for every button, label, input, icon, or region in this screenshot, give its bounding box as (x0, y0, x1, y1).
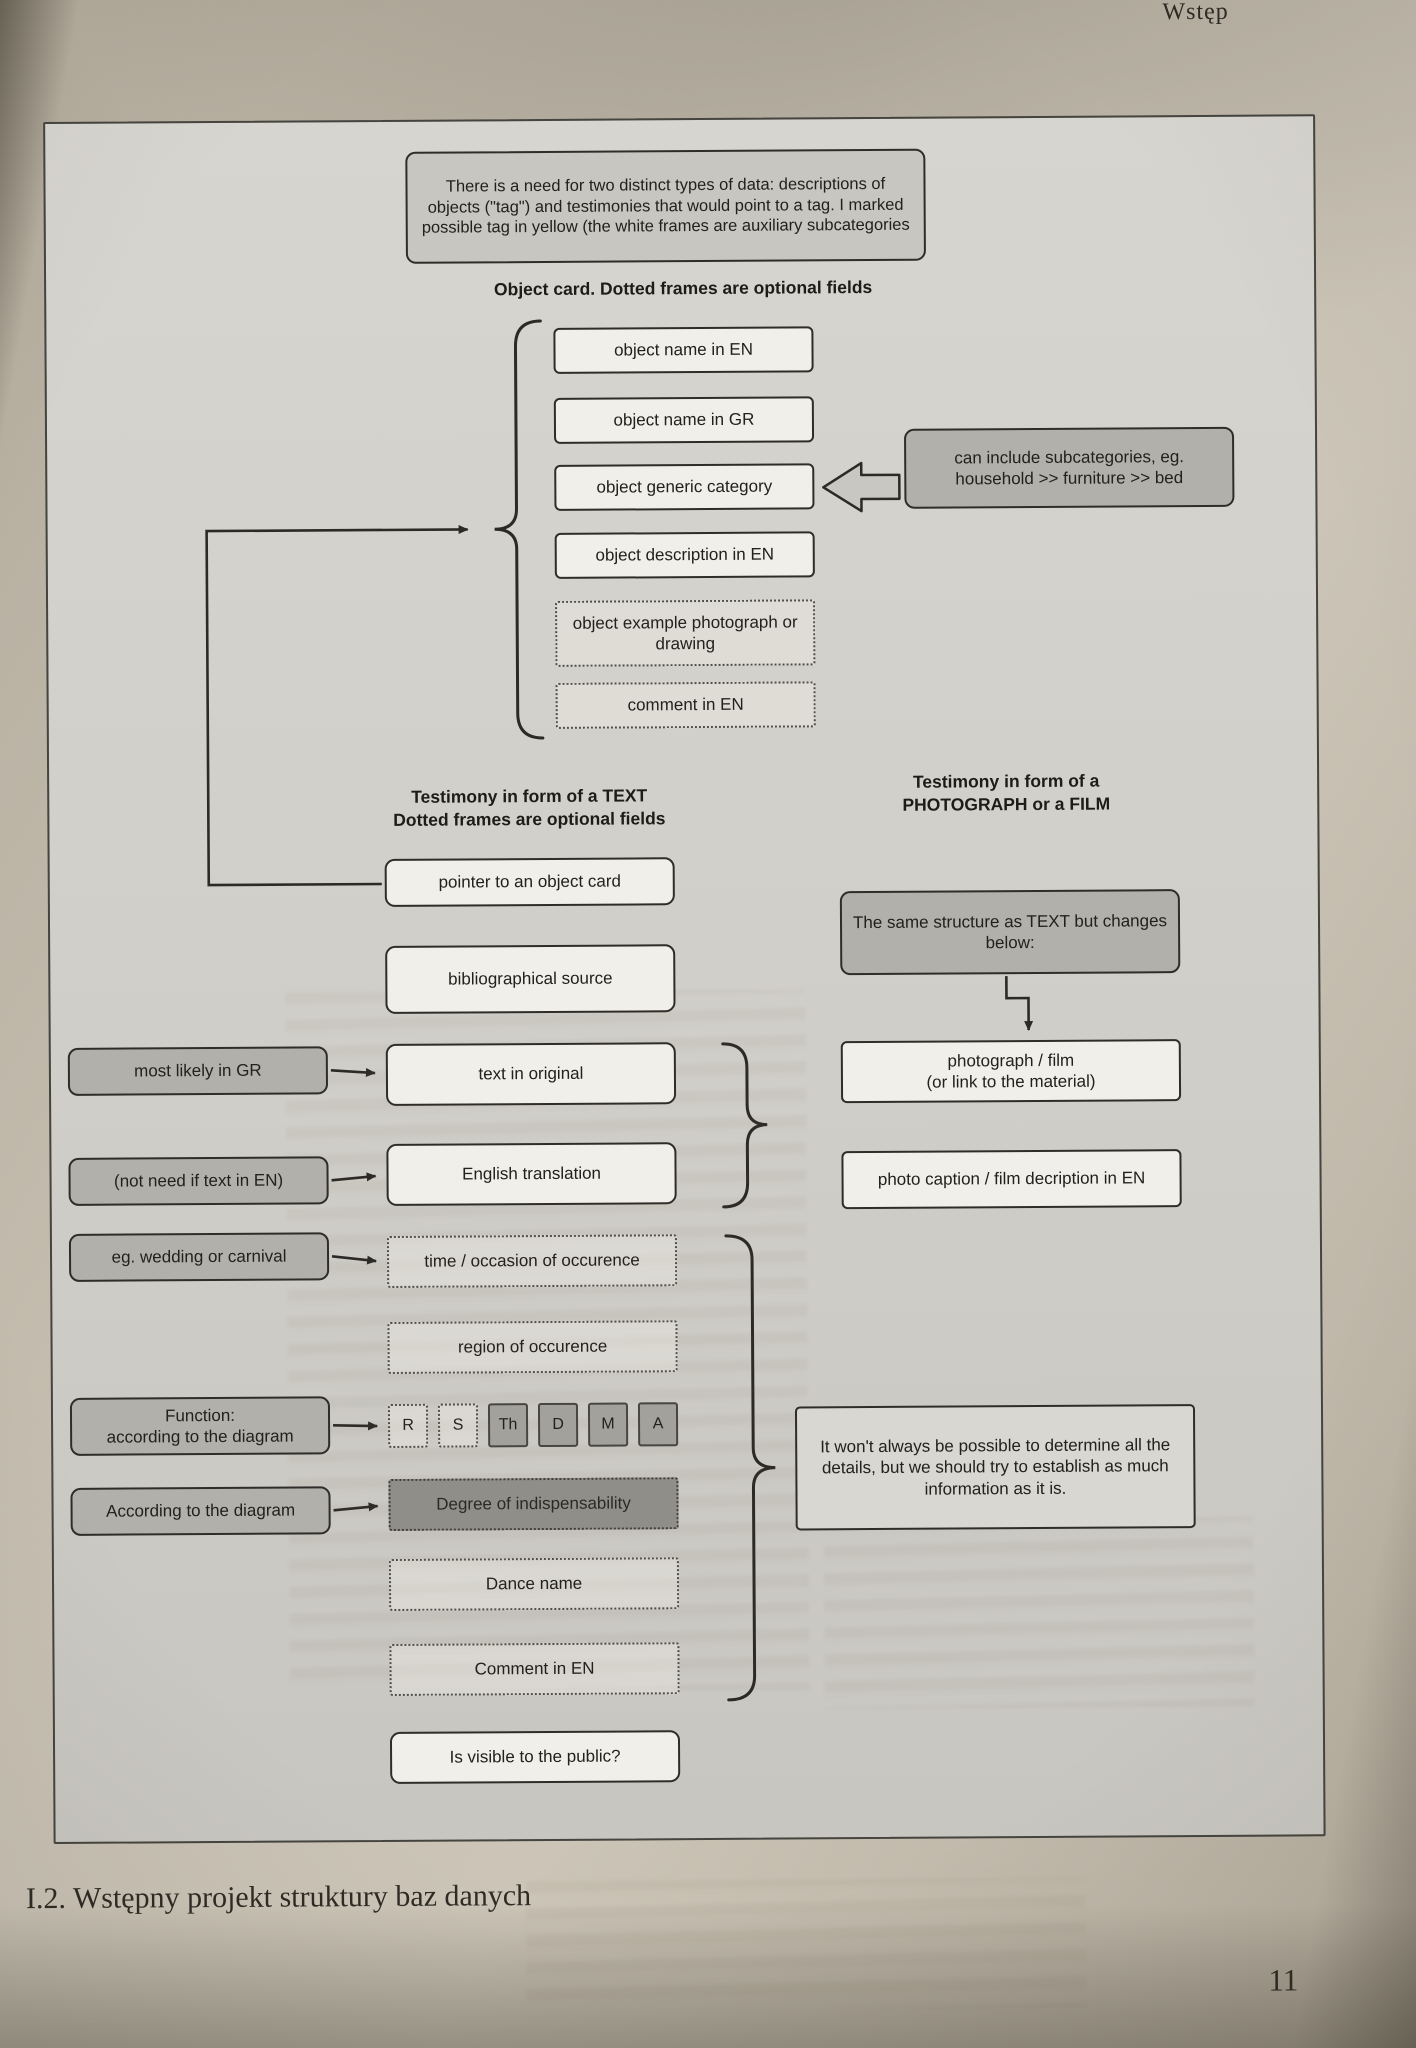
field-pointer-to-object-card: pointer to an object card (384, 857, 675, 907)
field-object-description-en: object description in EN (554, 531, 815, 579)
details-note: It won't always be possible to determine… (794, 1404, 1196, 1531)
testimony-photo-title: Testimony in form of a PHOTOGRAPH or a F… (811, 769, 1201, 817)
field-region-of-occurence: region of occurence (387, 1320, 678, 1374)
letter-box-a: A (637, 1402, 679, 1447)
field-comment-en: Comment in EN (389, 1642, 680, 1696)
arrow-en-to-translation (331, 1172, 377, 1182)
testimony-text-title-line1: Testimony in form of a TEXT (411, 785, 648, 807)
brace-text-pair (721, 1042, 768, 1209)
field-english-translation: English translation (386, 1142, 677, 1206)
letter-box-s: S (437, 1403, 479, 1448)
field-object-name-gr: object name in GR (553, 396, 815, 444)
same-structure-note: The same structure as TEXT but changes b… (839, 889, 1181, 976)
photograph-film-line1: photograph / film (947, 1050, 1075, 1071)
field-function-letters: R S Th D M A (387, 1402, 679, 1448)
annotation-most-likely-gr: most likely in GR (67, 1046, 329, 1096)
brace-object-card (494, 319, 545, 740)
page-bleedthrough (525, 1877, 1087, 2012)
testimony-text-title-line2: Dotted frames are optional fields (393, 808, 666, 830)
field-object-name-en: object name in EN (553, 326, 814, 374)
page-number: 11 (1268, 1962, 1299, 1998)
letter-box-d: D (537, 1402, 579, 1448)
annotation-function-line2: according to the diagram (106, 1426, 294, 1447)
annotation-according-diagram: According to the diagram (70, 1486, 331, 1536)
block-arrow-subcategories (822, 461, 901, 513)
brace-optional-group (724, 1234, 776, 1702)
field-visible-to-public: Is visible to the public? (389, 1730, 681, 1784)
field-bibliographical-source: bibliographical source (385, 944, 676, 1014)
diagram-panel: There is a need for two distinct types o… (43, 114, 1326, 1845)
letter-box-r: R (387, 1403, 429, 1448)
arrow-same-structure (1005, 976, 1034, 1032)
arrow-occasion (331, 1255, 378, 1265)
testimony-photo-title-line1: Testimony in form of a (912, 770, 1100, 792)
photograph-film-line2: (or link to the material) (926, 1071, 1096, 1092)
field-object-generic-category: object generic category (554, 463, 815, 511)
testimony-text-title: Testimony in form of a TEXT Dotted frame… (329, 784, 729, 832)
letter-box-th: Th (487, 1403, 529, 1448)
field-text-in-original: text in original (385, 1042, 677, 1106)
field-object-comment-en: comment in EN (555, 681, 816, 729)
subcategories-note: can include subcategories, eg. household… (903, 426, 1235, 509)
field-photo-caption: photo caption / film decription in EN (841, 1149, 1182, 1210)
field-object-photo-drawing: object example photograph or drawing (555, 599, 816, 667)
arrow-function (333, 1421, 379, 1431)
arrow-degree (333, 1502, 379, 1512)
letter-box-m: M (587, 1402, 629, 1447)
object-card-title: Object card. Dotted frames are optional … (493, 276, 873, 300)
diagram-connectors (205, 319, 1034, 1702)
field-dance-name: Dance name (388, 1557, 680, 1611)
testimony-photo-title-line2: PHOTOGRAPH or a FILM (902, 793, 1111, 815)
annotation-function-line1: Function: (164, 1405, 236, 1426)
figure-caption: I.2. Wstępny projekt struktury baz danyc… (25, 1879, 532, 1916)
page-header: Wstęp (1162, 0, 1229, 26)
intro-note: There is a need for two distinct types o… (405, 148, 926, 264)
field-photograph-film: photograph / film (or link to the materi… (840, 1039, 1182, 1104)
field-degree-of-indispensability: Degree of indispensability (388, 1477, 679, 1531)
field-time-occasion: time / occasion of occurence (386, 1234, 678, 1288)
annotation-function: Function: according to the diagram (69, 1396, 331, 1456)
annotation-not-need-en: (not need if text in EN) (68, 1156, 329, 1206)
page-bleedthrough (823, 1516, 1255, 1710)
annotation-wedding-carnival: eg. wedding or carnival (68, 1232, 330, 1282)
arrow-gr-to-original (330, 1067, 376, 1077)
